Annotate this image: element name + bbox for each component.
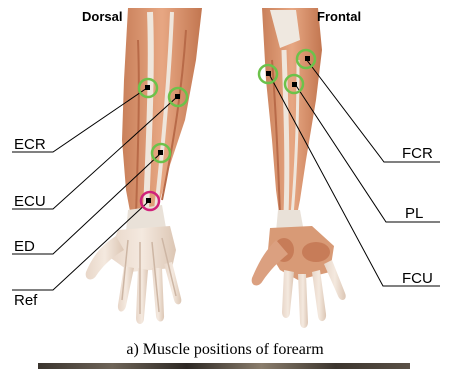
pl-label: PL (405, 205, 423, 222)
ecr-label: ECR (14, 136, 46, 153)
ed-label: ED (14, 238, 35, 255)
figure-caption: a) Muscle positions of forearm (0, 341, 450, 359)
leader-lines (12, 59, 440, 290)
fcr-label: FCR (402, 145, 433, 162)
frontal-title: Frontal (317, 9, 361, 24)
photo-strip (38, 363, 410, 369)
fcu-label: FCU (402, 270, 433, 287)
ecu-label: ECU (14, 193, 46, 210)
dorsal-forearm-illustration (86, 8, 202, 324)
ref-label: Ref (14, 292, 38, 309)
dorsal-title: Dorsal (82, 9, 122, 24)
